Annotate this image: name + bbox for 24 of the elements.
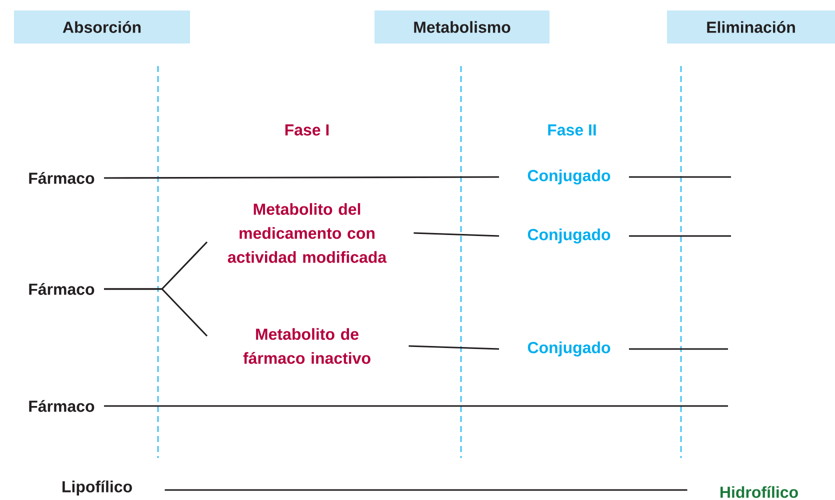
connector-line [628,235,731,237]
connector-line [104,176,500,179]
phase-label: Fase I [285,124,329,136]
section-header: Absorción [14,10,190,44]
node-text: Lipofílico [62,480,132,496]
section-header: Metabolismo [374,10,550,44]
node-text: Fármaco [29,172,94,184]
connector-line [628,176,731,178]
connector-line [414,232,500,237]
node-text: Conjugado [528,170,610,184]
node-text: Fármaco [29,400,94,412]
connector-line [408,345,500,350]
node-text: Conjugado [528,228,610,244]
connector-line [104,405,728,407]
connector-line [104,288,208,337]
node-text: Metabolito del medicamento con actividad modificada [228,203,387,263]
connector-line [164,489,688,491]
node-text: Hidrofílico [720,486,798,498]
node-text: Fármaco [29,283,94,295]
phase-label: Fase II [548,124,596,136]
node-text: Conjugado [528,342,610,356]
connector-line [628,348,728,350]
node-text: Metabolito de fármaco inactivo [243,328,370,364]
section-header: Eliminación [667,10,835,44]
